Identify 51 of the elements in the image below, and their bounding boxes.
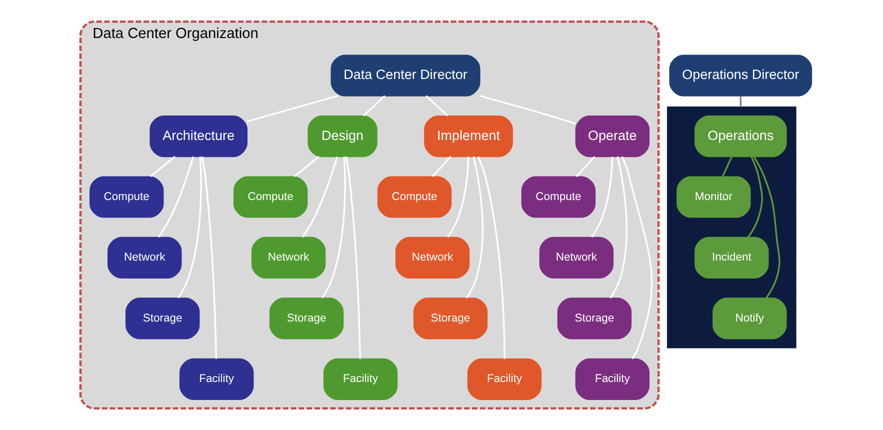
connector — [591, 156, 614, 238]
node-box: Monitor — [676, 176, 751, 218]
node-box: Compute — [233, 176, 308, 218]
connector — [246, 95, 338, 122]
node-box: Facility — [179, 358, 254, 400]
node-box: Storage — [125, 298, 200, 340]
connector — [150, 156, 176, 178]
node-box: Incident — [694, 236, 769, 279]
connector — [201, 156, 218, 359]
connector — [753, 156, 780, 299]
node-box: Notify — [712, 298, 787, 340]
node-box: Compute — [521, 176, 596, 218]
node-box: Implement — [424, 115, 513, 158]
node-box: Facility — [467, 358, 542, 400]
node-box: Architecture — [150, 115, 248, 158]
cluster — [666, 106, 796, 348]
connector — [610, 156, 628, 298]
connector — [294, 156, 320, 178]
node-box: Network — [107, 236, 182, 279]
node-box: Storage — [413, 298, 488, 340]
node-box: Storage — [269, 298, 344, 340]
connector — [362, 95, 386, 116]
node-box: Design — [308, 115, 378, 158]
connector — [426, 95, 448, 116]
connector — [321, 156, 346, 298]
node-box: Operate — [575, 115, 650, 158]
connector — [722, 156, 733, 177]
node-box: Network — [395, 236, 470, 279]
connector — [447, 156, 470, 238]
connector — [466, 156, 484, 298]
node-box: Network — [539, 236, 614, 279]
node-box: Data Center Director — [330, 54, 480, 96]
connector — [158, 156, 194, 238]
connector — [302, 156, 338, 238]
connector — [479, 95, 576, 124]
connector — [576, 156, 596, 178]
node-box: Facility — [575, 358, 650, 400]
connector — [748, 156, 763, 238]
connector — [177, 156, 202, 298]
connector — [621, 156, 652, 360]
connector — [740, 96, 742, 108]
node-box: Storage — [557, 298, 632, 340]
connector — [345, 156, 362, 359]
node-box: Operations Director — [669, 54, 812, 96]
node-box: Operations — [694, 115, 787, 158]
node-box: Compute — [377, 176, 452, 218]
node-box: Compute — [90, 176, 164, 218]
node-box: Network — [251, 236, 326, 279]
node-box: Facility — [323, 358, 398, 400]
connector — [432, 156, 452, 178]
connector — [477, 156, 506, 359]
